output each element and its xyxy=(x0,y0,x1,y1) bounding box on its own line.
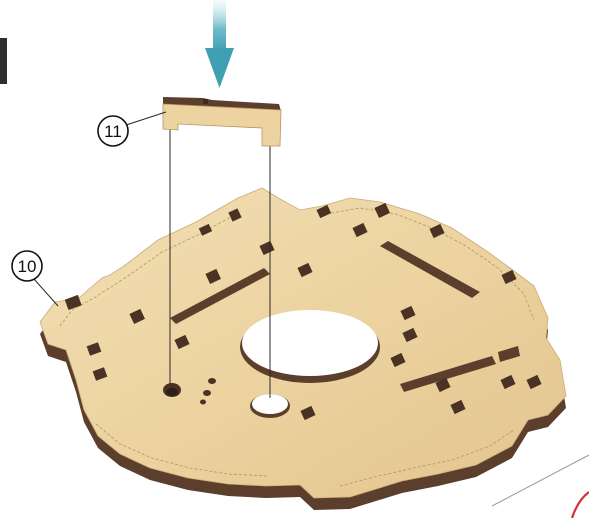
callout-10-label: 10 xyxy=(18,257,37,276)
center-hole xyxy=(240,310,380,383)
small-hole-left xyxy=(163,383,181,397)
callout-10: 10 xyxy=(12,251,58,306)
base-plate xyxy=(40,188,566,510)
bracket-face xyxy=(163,104,281,146)
arrow-down-icon xyxy=(205,0,234,88)
callout-11-label: 11 xyxy=(104,122,122,141)
next-figure-fragment xyxy=(492,455,589,518)
left-edge-fragment xyxy=(0,38,7,84)
bracket xyxy=(163,97,281,146)
callout-11: 11 xyxy=(98,112,166,146)
